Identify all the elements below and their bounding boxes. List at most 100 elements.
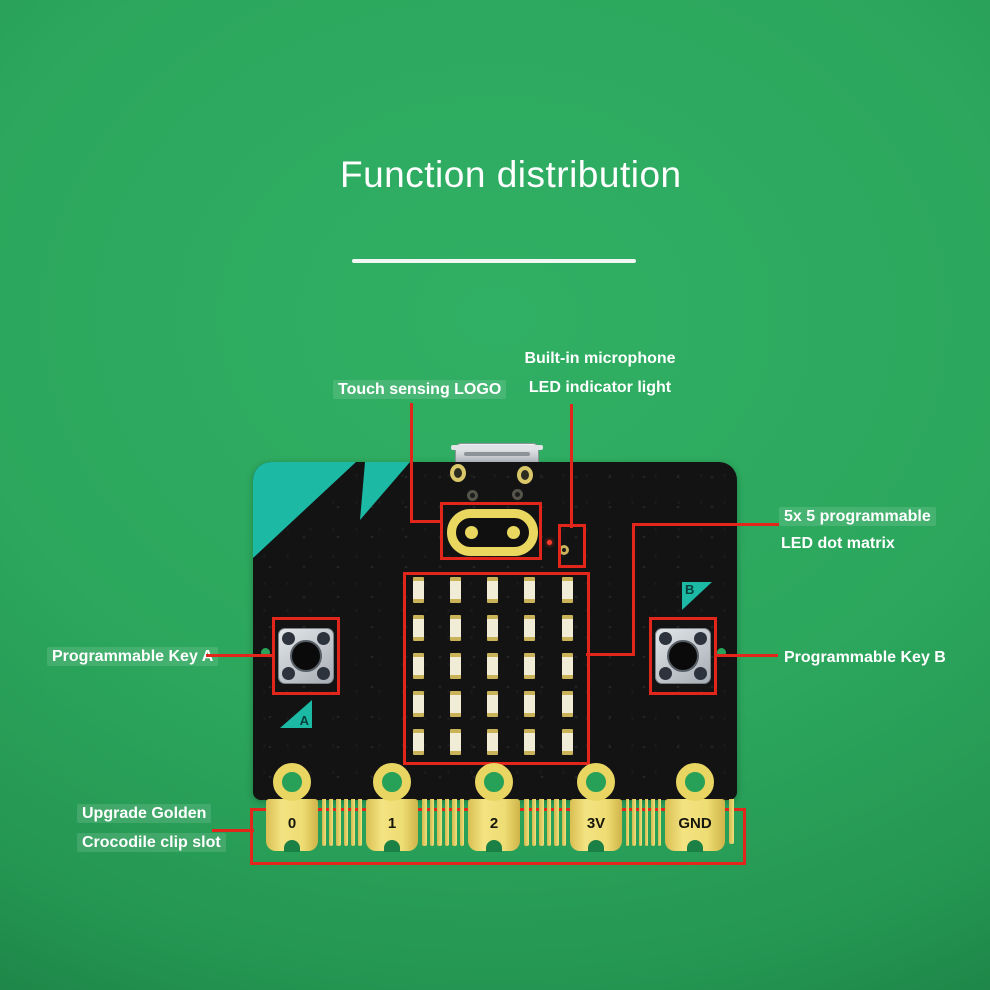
led	[449, 577, 461, 603]
edge-pin	[322, 799, 327, 846]
screw-icon	[317, 632, 330, 645]
callout-line-touch-vertical	[410, 403, 413, 523]
edge-pad-3v: 3V	[570, 799, 622, 852]
logo-dot-left	[465, 526, 478, 539]
croc-clip-hole-gnd	[676, 763, 714, 801]
edge-pin	[444, 799, 449, 846]
microphone-led	[547, 540, 552, 545]
label-microphone-line1: Built-in microphone	[524, 350, 676, 367]
edge-pad-2-label: 2	[489, 815, 499, 832]
edge-pin	[638, 799, 642, 846]
callout-line-touch-horizontal	[410, 520, 443, 523]
led	[412, 691, 424, 717]
key-b-button	[650, 628, 716, 684]
croc-clip-hole-0	[273, 763, 311, 801]
screw-icon	[659, 632, 672, 645]
edge-pin	[343, 799, 348, 846]
edge-pin	[632, 799, 636, 846]
button-a-marker-label: A	[299, 713, 309, 728]
led	[449, 691, 461, 717]
led-matrix-grid	[403, 572, 587, 762]
edge-pad-2: 2	[468, 799, 520, 852]
via-left	[261, 648, 270, 657]
screw-icon	[282, 667, 295, 680]
label-led-matrix-line2: LED dot matrix	[781, 535, 895, 552]
screw-icon	[694, 632, 707, 645]
via-right	[717, 648, 726, 657]
label-key-a: Programmable Key A	[47, 647, 219, 666]
edge-pad-0: 0	[266, 799, 318, 852]
edge-pin	[546, 799, 551, 846]
led	[524, 729, 536, 755]
edge-pin	[357, 799, 363, 846]
led	[412, 615, 424, 641]
led	[487, 691, 498, 717]
label-clip-slot-line1-text: Upgrade Golden	[77, 804, 212, 823]
highlight-box-key-b	[649, 617, 717, 695]
edge-pin	[644, 799, 649, 846]
edge-pin	[554, 799, 559, 846]
edge-pad-3v-label: 3V	[586, 815, 606, 832]
edge-pin	[422, 799, 427, 846]
edge-pin	[437, 799, 442, 846]
micro-usb-connector	[451, 443, 543, 464]
led	[487, 729, 498, 755]
edge-pad-1-label: 1	[387, 815, 397, 832]
croc-clip-hole-1	[373, 763, 411, 801]
edge-pin	[651, 799, 655, 846]
led	[524, 691, 536, 717]
screw-icon	[282, 632, 295, 645]
led	[561, 615, 573, 641]
edge-pin	[524, 799, 529, 846]
highlight-box-microphone	[558, 524, 586, 568]
led	[487, 615, 498, 641]
led	[449, 615, 461, 641]
edge-pins-group	[422, 799, 464, 846]
callout-line-matrix-seg2	[632, 523, 635, 656]
label-led-matrix-line1: 5x 5 programmable	[779, 507, 936, 526]
callout-line-key-b	[715, 654, 778, 657]
logo-dot-right	[507, 526, 520, 539]
solder-pad-right	[512, 489, 523, 500]
led	[449, 653, 461, 679]
edge-pin	[561, 799, 566, 846]
label-key-b: Programmable Key B	[784, 649, 946, 666]
callout-line-matrix-seg3	[632, 523, 779, 526]
edge-pad-gnd-label: GND	[678, 815, 712, 832]
edge-pin	[729, 799, 734, 844]
callout-line-clip	[212, 829, 254, 832]
key-b-cap	[667, 640, 699, 672]
led	[487, 577, 498, 603]
led	[524, 577, 536, 603]
label-clip-slot-line2-text: Crocodile clip slot	[77, 833, 226, 852]
callout-line-matrix-seg1	[586, 653, 635, 656]
highlight-box-led-matrix	[403, 572, 590, 765]
label-touch-logo: Touch sensing LOGO	[333, 380, 507, 399]
highlight-box-touch-logo	[440, 502, 542, 560]
led	[524, 615, 536, 641]
label-clip-slot-line2: Crocodile clip slot	[77, 833, 226, 852]
edge-pad-0-label: 0	[287, 815, 297, 832]
page-title: Function distribution	[340, 154, 682, 195]
led	[412, 729, 424, 755]
highlight-box-key-a	[272, 617, 340, 695]
led	[524, 653, 536, 679]
edge-pin	[429, 799, 434, 846]
touch-logo-sensor	[447, 509, 538, 556]
teal-corner-decoration	[253, 462, 410, 558]
edge-pin	[336, 799, 341, 846]
mounting-pad-right	[517, 466, 533, 484]
key-a-cap	[290, 640, 322, 672]
button-b-marker-label: B	[685, 582, 695, 597]
led	[412, 653, 424, 679]
screw-icon	[659, 667, 672, 680]
led	[561, 577, 573, 603]
edge-pins-group	[524, 799, 566, 846]
edge-pins-group	[322, 799, 363, 846]
led	[449, 729, 461, 755]
led	[561, 653, 573, 679]
edge-pad-1: 1	[366, 799, 418, 852]
led	[412, 577, 424, 603]
edge-pin	[531, 799, 536, 846]
